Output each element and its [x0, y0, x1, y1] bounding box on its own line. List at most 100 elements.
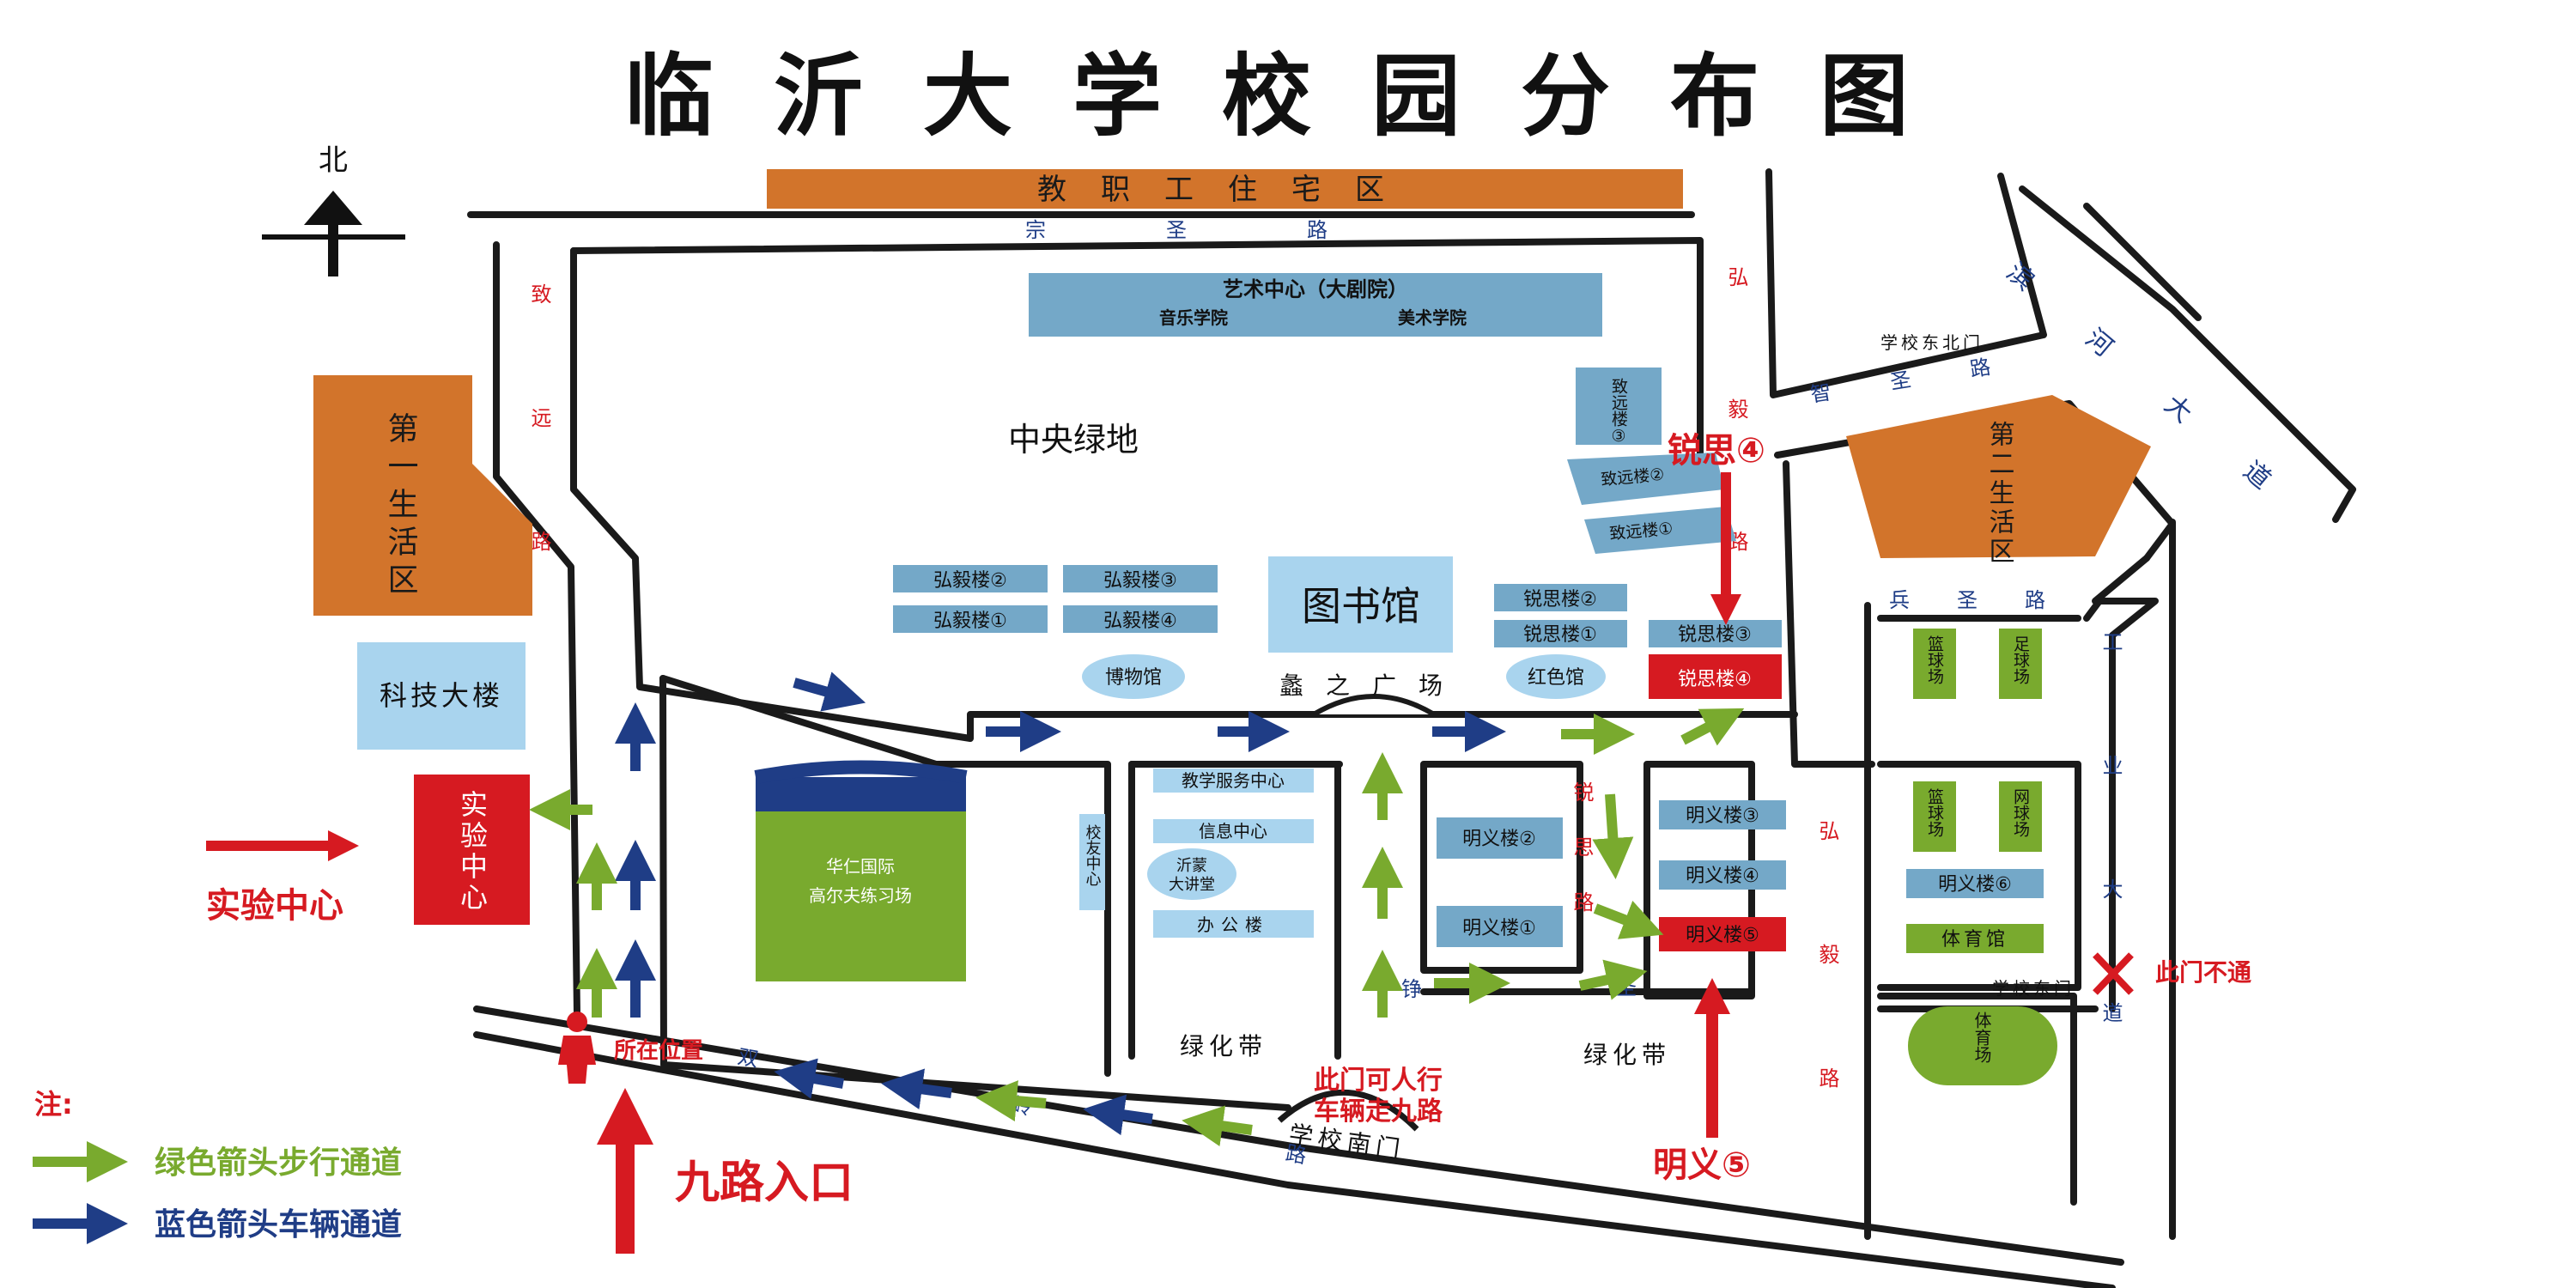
- legend-green-label: 绿色箭头步行通道: [155, 1145, 402, 1181]
- callout-east-gate: 此门不通: [2093, 952, 2251, 995]
- info-center-label: 信息中心: [1199, 821, 1267, 841]
- ruisi-3-label: 锐思楼③: [1678, 624, 1752, 646]
- callout-lab: 实验中心: [206, 830, 359, 926]
- legend-blue-label: 蓝色箭头车辆通道: [155, 1207, 402, 1242]
- ruisi-building-2: [1494, 584, 1627, 611]
- living-area-1-label: 第一生活区: [383, 412, 418, 601]
- entrance-label: 九路入口: [675, 1157, 854, 1209]
- current-position: 所在位置: [558, 1012, 703, 1084]
- living-area-1-block: [313, 375, 532, 616]
- red-hall-block: [1506, 654, 1606, 699]
- ruisi-2-label: 锐思楼②: [1523, 589, 1597, 611]
- hongyi-buildings: 弘毅楼② 弘毅楼③ 弘毅楼① 弘毅楼④: [893, 565, 1218, 633]
- mingyi-building-6: [1906, 869, 2044, 898]
- walking-route: [529, 708, 1745, 1147]
- legend-title: 注:: [34, 1088, 73, 1121]
- tech-building-block: [357, 642, 526, 750]
- mingyi-3-label: 明义楼③: [1686, 805, 1759, 827]
- hongyi-2-label: 弘毅楼②: [933, 570, 1007, 592]
- living-area-2-label: 第二生活区: [1984, 421, 2014, 567]
- north-arrow-icon: [304, 191, 362, 225]
- north-label: 北: [319, 143, 348, 178]
- lab-callout-label: 实验中心: [206, 886, 343, 926]
- basketball-1-label: 篮球场: [1925, 635, 1944, 684]
- zhiyuan-building-3: [1576, 368, 1662, 445]
- mingyi-buildings: 明义楼② 明义楼① 明义楼③ 明义楼④ 明义楼⑤ 明义楼⑥: [1437, 800, 2044, 951]
- mingyi-building-4: [1659, 860, 1786, 890]
- road-hongyi-lower: 弘毅路: [1815, 820, 1839, 1191]
- callout-south-gate: 此门可人行 车辆走九路: [1314, 1066, 1443, 1127]
- ruisi-building-4: [1649, 654, 1782, 699]
- legend: 注: 绿色箭头步行通道 蓝色箭头车辆通道: [33, 1088, 402, 1244]
- gym-label: 体育馆: [1941, 929, 2008, 951]
- zhiyuan-3-label: 致远楼③: [1609, 378, 1628, 446]
- yimeng-hall-label-2: 大讲堂: [1169, 876, 1215, 894]
- museum-label: 博物馆: [1105, 667, 1162, 689]
- info-center-block: [1153, 819, 1314, 843]
- tech-building-label: 科技大楼: [380, 679, 503, 712]
- callout-ruisi: 锐思④: [1668, 431, 1765, 625]
- road-zongsheng: 宗圣路: [1025, 218, 1448, 242]
- museum-block: [1082, 654, 1185, 699]
- blocked-x-icon: [2093, 952, 2134, 995]
- gym-block: [1906, 924, 2044, 953]
- plaza-shape: [1312, 694, 1436, 717]
- mingyi-building-3: [1659, 800, 1786, 829]
- south-gate-note-2: 车辆走九路: [1314, 1097, 1443, 1127]
- vehicle-route: [615, 671, 1506, 1136]
- red-hall-label: 红色馆: [1528, 667, 1584, 689]
- library-block: [1268, 556, 1453, 653]
- mingyi-callout-label: 明义⑤: [1653, 1145, 1751, 1185]
- mingyi-5-label: 明义楼⑤: [1686, 925, 1759, 946]
- plaza-label: 蠡之广场: [1279, 671, 1465, 700]
- ruisi-1-label: 锐思楼①: [1523, 624, 1597, 646]
- north-indicator: 北: [262, 143, 405, 276]
- map-title: 临沂大学校园分布图: [624, 43, 1969, 149]
- golf-range-label-1: 华仁国际: [826, 856, 895, 877]
- music-school-label: 音乐学院: [1159, 307, 1228, 328]
- ruisi-callout-label: 锐思④: [1668, 431, 1765, 471]
- office-block: [1153, 910, 1314, 938]
- road-zheng: 铮: [1401, 977, 1422, 1001]
- road-gongye: 工业大道: [2099, 631, 2123, 1126]
- central-green-label: 中央绿地: [1008, 421, 1139, 459]
- arts-center-block: [1029, 273, 1602, 337]
- tennis-court: [1999, 781, 2042, 852]
- zhiyuan-building-2: [1567, 453, 1724, 505]
- mingyi-6-label: 明义楼⑥: [1938, 874, 2012, 896]
- library-label: 图书馆: [1302, 583, 1420, 629]
- hongyi-4-label: 弘毅楼④: [1103, 611, 1177, 632]
- golf-range-label-2: 高尔夫练习场: [809, 885, 912, 906]
- teaching-service-label: 教学服务中心: [1182, 770, 1285, 791]
- east-gate-note: 此门不通: [2155, 958, 2251, 987]
- yimeng-hall-block: [1147, 848, 1236, 900]
- road-northeast-gate: 学校东北门: [1880, 332, 1984, 353]
- mingyi-2-label: 明义楼②: [1462, 829, 1536, 850]
- green-belt-label-2: 绿化带: [1583, 1041, 1671, 1069]
- sports-facilities: 篮球场 足球场 篮球场 网球场 体育馆 体育场: [1906, 629, 2057, 1085]
- lab-center-block: [414, 775, 530, 925]
- mingyi-building-5: [1659, 917, 1786, 951]
- living-area-2-block: [1846, 395, 2151, 558]
- callout-mingyi: 明义⑤: [1653, 978, 1751, 1185]
- person-icon-head: [567, 1012, 587, 1032]
- alumni-center-block: [1079, 814, 1105, 910]
- road-bingsheng: 兵圣路: [1889, 588, 2093, 612]
- zhiyuan-buildings: 致远楼③ 致远楼② 致远楼①: [1567, 368, 1736, 554]
- mingyi-1-label: 明义楼①: [1462, 918, 1536, 939]
- ruisi-building-1: [1494, 620, 1627, 647]
- teaching-service-block: [1153, 769, 1314, 793]
- yimeng-hall-label-1: 沂蒙: [1176, 857, 1207, 875]
- mingyi-building-2: [1437, 817, 1563, 859]
- hongyi-1-label: 弘毅楼①: [933, 611, 1007, 632]
- hongyi-3-label: 弘毅楼③: [1103, 570, 1177, 592]
- stadium-block: [1908, 1006, 2057, 1085]
- lab-center-label: 实验中心: [456, 790, 489, 914]
- mingyi-building-1: [1437, 906, 1563, 947]
- staff-housing-label: 教职工住宅区: [1037, 173, 1419, 207]
- road-east-gate: 学校东门: [1992, 978, 2075, 999]
- arts-center-label: 艺术中心（大剧院）: [1223, 277, 1408, 301]
- green-belt-label-1: 绿化带: [1180, 1032, 1267, 1060]
- hongyi-building-4: [1063, 605, 1218, 633]
